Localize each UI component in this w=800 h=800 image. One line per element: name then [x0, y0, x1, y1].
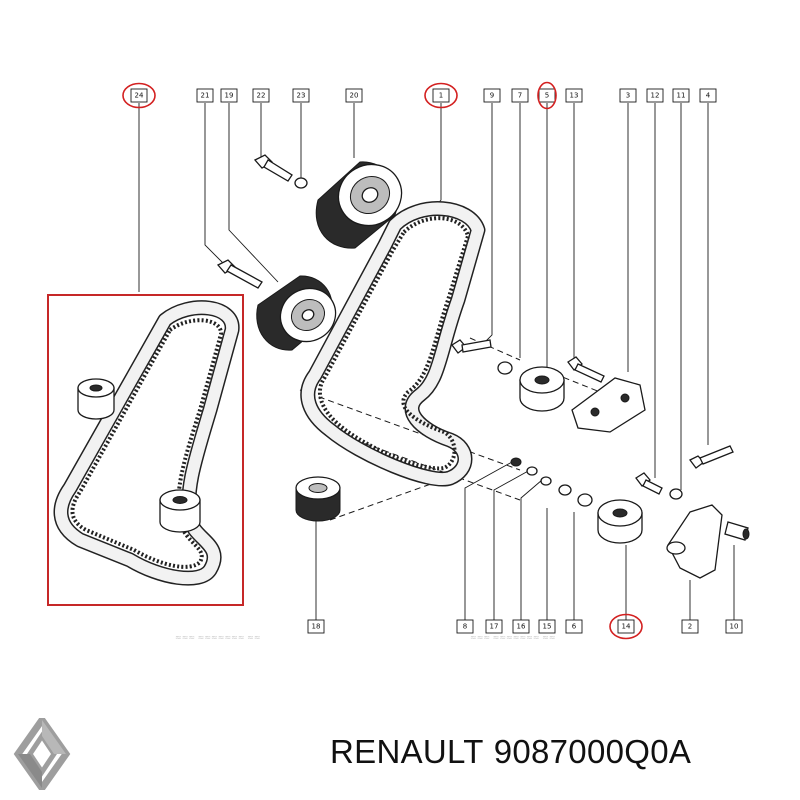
part-number: 9087000Q0A	[493, 733, 692, 770]
mounting-bracket	[571, 377, 646, 433]
idler-washer	[497, 361, 513, 375]
svg-text:15: 15	[543, 623, 552, 631]
leader-lines	[138, 103, 735, 620]
callout-23: 23	[292, 88, 310, 103]
highlight-ring-24	[122, 82, 156, 109]
kit-highlight-box	[47, 294, 244, 606]
svg-text:5: 5	[545, 92, 549, 100]
svg-text:20: 20	[350, 92, 359, 100]
callout-9: 9	[483, 88, 501, 103]
tensioner-pin-10	[724, 521, 750, 541]
svg-text:22: 22	[257, 92, 266, 100]
svg-text:6: 6	[572, 623, 577, 631]
kit-timing-belt	[53, 300, 240, 586]
callout-11: 11	[672, 88, 690, 103]
highlight-ring-14	[609, 613, 643, 640]
svg-text:7: 7	[518, 92, 522, 100]
tensioner-roller	[597, 499, 643, 544]
svg-text:9: 9	[490, 92, 494, 100]
callout-2: 2	[681, 619, 699, 634]
svg-text:2: 2	[688, 623, 692, 631]
callout-3: 3	[619, 88, 637, 103]
diagram-watermark-right: ≈≈≈ ≈≈≈≈≈≈≈ ≈≈	[470, 633, 556, 642]
idler-roller	[519, 366, 565, 412]
svg-text:17: 17	[490, 623, 499, 631]
kit-tensioner-roller	[159, 489, 201, 533]
mounting-bolt-4	[689, 445, 734, 469]
tensioner-bolt-12	[635, 472, 663, 495]
pulley-bolt-upper	[253, 154, 293, 182]
tensioner-small-parts	[510, 457, 593, 507]
svg-text:4: 4	[706, 92, 711, 100]
diagram-watermark-left: ≈≈≈ ≈≈≈≈≈≈≈ ≈≈	[175, 633, 261, 642]
svg-text:23: 23	[297, 92, 306, 100]
washer-upper	[294, 177, 308, 189]
callout-18: 18	[307, 619, 325, 634]
callout-5: 5	[538, 88, 556, 103]
kit-idler-roller-top	[77, 378, 115, 420]
svg-text:1: 1	[439, 92, 443, 100]
svg-text:3: 3	[626, 92, 630, 100]
pulley-bolt-lower	[216, 259, 263, 289]
callout-1: 1	[432, 88, 450, 103]
svg-text:18: 18	[312, 623, 321, 631]
tensioner-washer-11	[669, 488, 683, 500]
svg-text:16: 16	[517, 623, 526, 631]
callout-24: 24	[130, 88, 148, 103]
callout-6: 6	[565, 619, 583, 634]
tensioner-arm	[666, 504, 723, 579]
callout-8: 8	[456, 619, 474, 634]
svg-text:10: 10	[730, 623, 739, 631]
callout-17: 17	[485, 619, 503, 634]
callout-13: 13	[565, 88, 583, 103]
callout-22: 22	[252, 88, 270, 103]
idler-bolt	[451, 339, 492, 354]
brand-name: RENAULT	[330, 733, 484, 770]
auxiliary-pulley	[256, 275, 337, 351]
svg-text:19: 19	[225, 92, 234, 100]
callout-10: 10	[725, 619, 743, 634]
callout-16: 16	[512, 619, 530, 634]
idler-bolt-13	[567, 356, 605, 383]
svg-text:11: 11	[677, 92, 686, 100]
callout-14: 14	[617, 619, 635, 634]
svg-text:24: 24	[135, 92, 144, 100]
highlight-ring-5	[537, 81, 557, 110]
callout-4: 4	[699, 88, 717, 103]
svg-text:13: 13	[570, 92, 579, 100]
callout-20: 20	[345, 88, 363, 103]
callout-12: 12	[646, 88, 664, 103]
callout-7: 7	[511, 88, 529, 103]
callout-15: 15	[538, 619, 556, 634]
callout-21: 21	[196, 88, 214, 103]
svg-text:21: 21	[201, 92, 210, 100]
highlight-ring-1	[424, 82, 458, 109]
renault-logo-icon	[13, 718, 71, 790]
svg-text:12: 12	[651, 92, 660, 100]
callout-19: 19	[220, 88, 238, 103]
camshaft-pulley	[315, 161, 403, 249]
main-timing-belt	[300, 201, 486, 487]
crankshaft-sprocket	[295, 476, 341, 522]
svg-text:14: 14	[622, 623, 631, 631]
svg-text:8: 8	[463, 623, 467, 631]
